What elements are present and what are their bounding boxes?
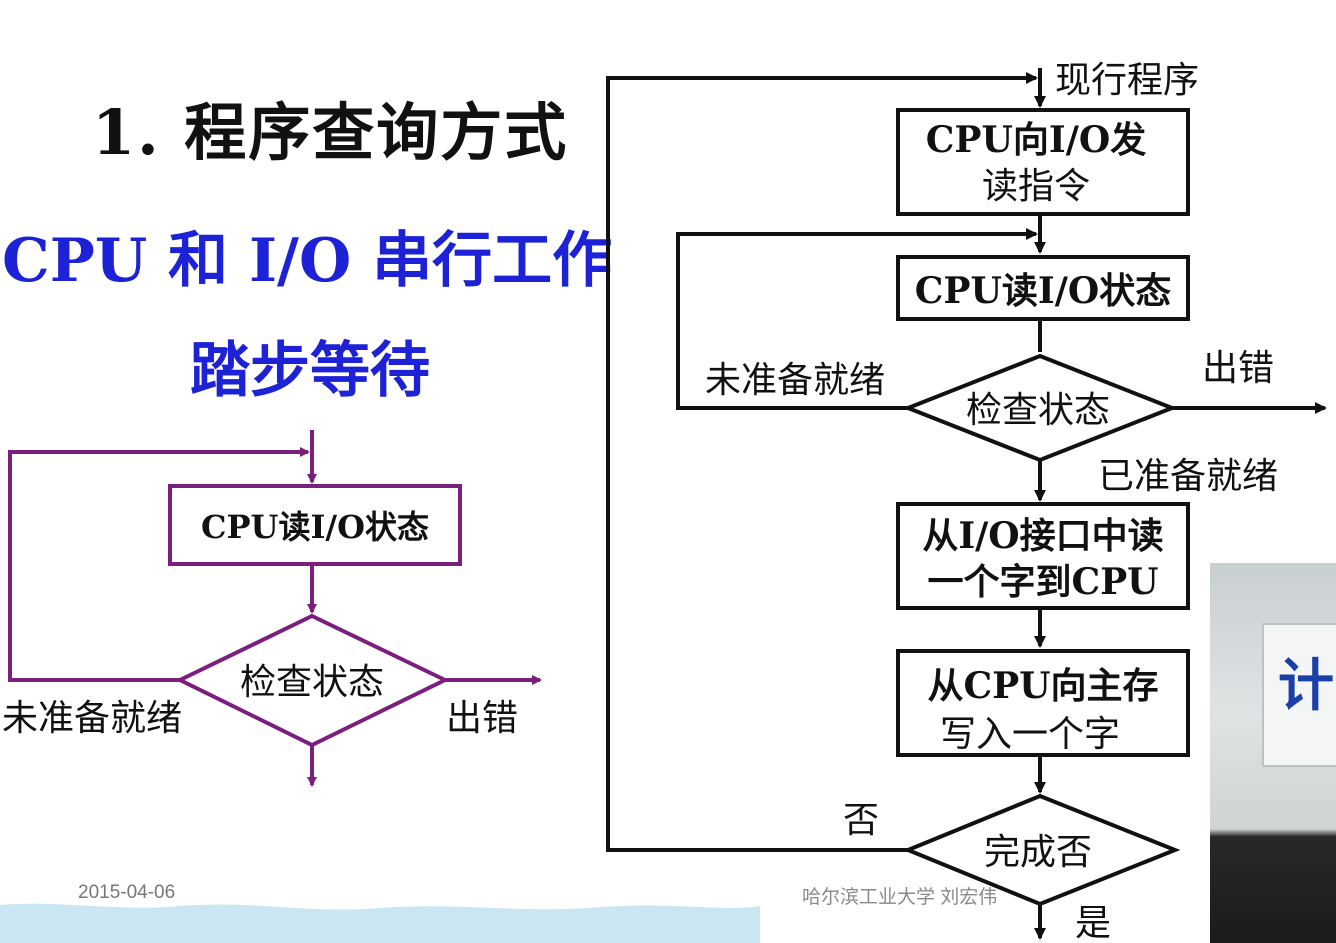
big-not-ready-loop-arrow	[676, 228, 1038, 410]
small-check-label: 检查状态	[240, 662, 384, 703]
big-read-word-line2: 一个字到CPU	[927, 561, 1158, 603]
slide-title: 1. 程序查询方式	[92, 96, 569, 169]
big-read-status-label: CPU读I/O状态	[915, 270, 1171, 312]
big-current-program-label: 现行程序	[1055, 60, 1199, 101]
big-error-label: 出错	[1202, 348, 1274, 389]
big-no-label: 否	[843, 800, 879, 841]
video-inset: 计	[1210, 563, 1336, 943]
slide-subtitle-2: 踏步等待	[190, 336, 430, 406]
big-send-cmd-line1: CPU向I/O发	[926, 119, 1146, 161]
big-done-label: 完成否	[984, 832, 1092, 873]
footer-author: 哈尔滨工业大学 刘宏伟	[802, 887, 998, 908]
big-send-cmd-box	[896, 108, 1190, 216]
small-read-status-label: CPU读I/O状态	[201, 508, 429, 546]
footer-date: 2015-04-06	[78, 882, 176, 903]
big-read-status-box	[896, 255, 1190, 321]
big-send-cmd-line2: 读指令	[982, 166, 1090, 207]
video-whiteboard	[1262, 623, 1336, 767]
big-write-line2: 写入一个字	[940, 714, 1120, 755]
big-not-ready-label: 未准备就绪	[705, 360, 885, 401]
big-ready-label: 已准备就绪	[1098, 456, 1278, 497]
video-caption: 计	[1278, 654, 1334, 719]
big-check-label: 检查状态	[966, 390, 1110, 431]
small-not-ready-label: 未准备就绪	[2, 698, 182, 739]
big-write-box	[896, 649, 1190, 757]
big-write-line1: 从CPU向主存	[927, 665, 1158, 707]
small-flowchart	[8, 430, 542, 787]
small-error-label: 出错	[446, 698, 518, 739]
big-read-word-box	[896, 502, 1190, 610]
big-no-loop-arrow	[606, 72, 1038, 852]
big-read-word-line1: 从I/O接口中读	[922, 515, 1163, 557]
big-yes-label: 是	[1075, 903, 1111, 943]
small-read-status-box	[168, 484, 462, 566]
small-loop-back-arrow	[8, 447, 310, 682]
big-flowchart	[606, 68, 1327, 940]
slide-subtitle: CPU 和 I/O 串行工作	[2, 226, 613, 296]
decorative-wave	[0, 903, 760, 943]
